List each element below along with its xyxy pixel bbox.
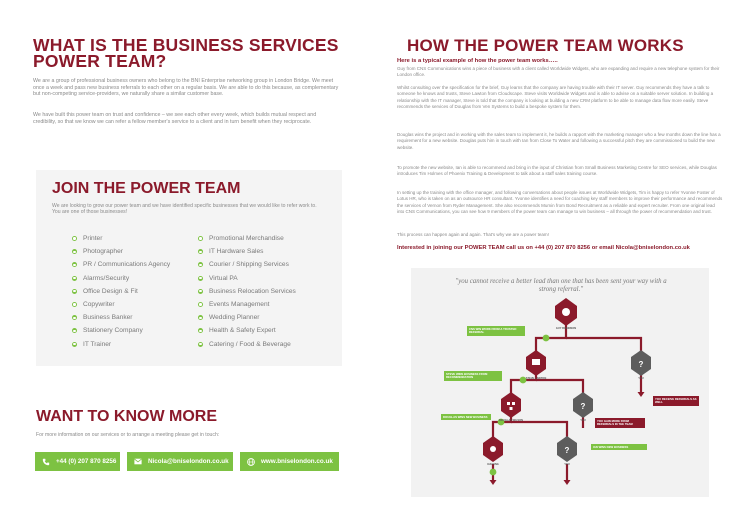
bullet-icon (198, 315, 203, 321)
list-item: Office Design & Fit (72, 285, 170, 298)
story-paragraph-5: In setting up the training with the offi… (397, 190, 723, 214)
page-title-what-is: WHAT IS THE BUSINESS SERVICES POWER TEAM… (33, 35, 339, 71)
caption-low-node: DOUGLAS WILSON (498, 419, 524, 422)
connector (536, 378, 585, 394)
label-steve-wins: STEVE WINS BUSINESS FROM RECOMMENDATION (444, 371, 502, 381)
story-paragraph-6: This process can happen again and again.… (397, 232, 549, 237)
list-item: Copywriter (72, 298, 170, 311)
list-item: IT Hardware Sales (198, 245, 296, 258)
envelope-icon (133, 458, 143, 465)
bullet-icon (72, 302, 77, 308)
bullet-icon (198, 236, 203, 242)
list-item: IT Trainer (72, 338, 170, 351)
phone-icon (41, 458, 51, 466)
label-you-receive: YOU RECEIVE REFERRALS AS WELL (653, 396, 699, 406)
mid-node (526, 350, 546, 376)
label-cns-referral: CNS WIN WORK FROM A TRUSTED REFERRAL (467, 326, 525, 336)
low-right-node: ? (573, 392, 593, 418)
list-item: Events Management (198, 298, 296, 311)
list-item: Business Banker (72, 311, 170, 324)
top-node (555, 298, 577, 326)
list-item: Business Relocation Services (198, 285, 296, 298)
bullet-icon (72, 236, 77, 242)
intro-paragraph-2: We have built this power team on trust a… (33, 112, 317, 125)
left-page: WHAT IS THE BUSINESS SERVICES POWER TEAM… (33, 35, 342, 471)
interest-callout: Interested in joining our POWER TEAM cal… (397, 245, 690, 251)
check-icons (489, 334, 550, 476)
intro-paragraph-1: We are a group of professional business … (33, 78, 339, 98)
example-subtitle: Here is a typical example of how the pow… (397, 58, 558, 64)
bullet-icon (72, 249, 77, 255)
list-item: Photographer (72, 245, 170, 258)
right-page: HOW THE POWER TEAM WORKS Here is a typic… (373, 0, 746, 527)
phone-button[interactable]: +44 (0) 207 870 8256 (35, 452, 120, 471)
bullet-icon (198, 275, 203, 281)
bullet-icon (72, 262, 77, 268)
referral-flow-diagram: "you cannot receive a better lead than o… (411, 268, 709, 497)
caption-mid-right-node: YOU (638, 377, 644, 380)
email-button[interactable]: Nicola@bniselondon.co.uk (127, 452, 233, 471)
caption-mid-node: STEVE LAWTON (525, 377, 547, 380)
story-paragraph-3: Douglas wins the project and in working … (397, 132, 721, 150)
list-item: Catering / Food & Beverage (198, 338, 296, 351)
globe-icon (246, 457, 256, 466)
connector (511, 420, 569, 438)
referral-flow-graphic: ? ? ? (483, 298, 651, 485)
diagram-quote: "you cannot receive a better lead than o… (455, 278, 667, 293)
business-list-col-1: Printer Photographer PR / Communications… (72, 232, 170, 351)
arrow-heads (489, 392, 645, 485)
join-title: JOIN THE POWER TEAM (52, 180, 241, 197)
caption-low-right-node: YOU (580, 419, 586, 422)
story-paragraph-4: To promote the new website, Ian is able … (397, 165, 717, 177)
bullet-icon (72, 328, 77, 334)
want-to-know-text: For more information on our services or … (36, 432, 220, 438)
svg-text:?: ? (639, 360, 644, 369)
svg-text:?: ? (581, 402, 586, 411)
story-paragraph-1: Guy from CNS Communications wins a piece… (397, 66, 720, 78)
bottom-right-node: ? (557, 436, 577, 462)
low-node (501, 392, 521, 418)
bullet-icon (198, 328, 203, 334)
label-ian-wins: IAN WINS NEW BUSINESS (591, 444, 647, 451)
bottom-node (483, 436, 503, 462)
list-item: Wedding Planner (198, 311, 296, 324)
list-item: Virtual PA (198, 272, 296, 285)
bullet-icon (198, 262, 203, 268)
bullet-icon (72, 315, 77, 321)
list-item: Printer (72, 232, 170, 245)
label-you-gain: YOU GAIN MORE FROM REFERRALS IN THE TEAM (595, 418, 645, 428)
website-button[interactable]: www.bniselondon.co.uk (240, 452, 339, 471)
list-item: Courier / Shipping Services (198, 258, 296, 271)
bullet-icon (72, 341, 77, 347)
bullet-icon (198, 341, 203, 347)
caption-top-node: GUY ROBINSON (555, 327, 577, 330)
connector (491, 414, 513, 438)
bullet-icon (72, 288, 77, 294)
connector (534, 322, 568, 352)
list-item: Stationery Company (72, 324, 170, 337)
list-item: Alarms/Security (72, 272, 170, 285)
svg-text:?: ? (565, 446, 570, 455)
caption-bottom-node: IAN KING (487, 463, 499, 466)
caption-bottom-right-node: YOU (564, 463, 570, 466)
list-item: PR / Communications Agency (72, 258, 170, 271)
join-power-team-panel: JOIN THE POWER TEAM We are looking to gr… (36, 170, 342, 366)
bullet-icon (198, 288, 203, 294)
bullet-icon (198, 249, 203, 255)
bullet-icon (198, 302, 203, 308)
want-to-know-title: WANT TO KNOW MORE (36, 408, 218, 425)
page-title-how-it-works: HOW THE POWER TEAM WORKS (407, 36, 684, 55)
join-intro: We are looking to grow our power team an… (52, 203, 317, 216)
story-paragraph-2: Whilst consulting over the specification… (397, 85, 714, 109)
mid-right-node: ? (631, 350, 651, 376)
connector (566, 336, 643, 352)
list-item: Health & Safety Expert (198, 324, 296, 337)
business-list-col-2: Promotional Merchandise IT Hardware Sale… (198, 232, 296, 351)
list-item: Promotional Merchandise (198, 232, 296, 245)
flow-connectors (491, 322, 643, 480)
label-douglas-wins: DOUGLAS WINS NEW BUSINESS (441, 414, 491, 421)
bullet-icon (72, 275, 77, 281)
